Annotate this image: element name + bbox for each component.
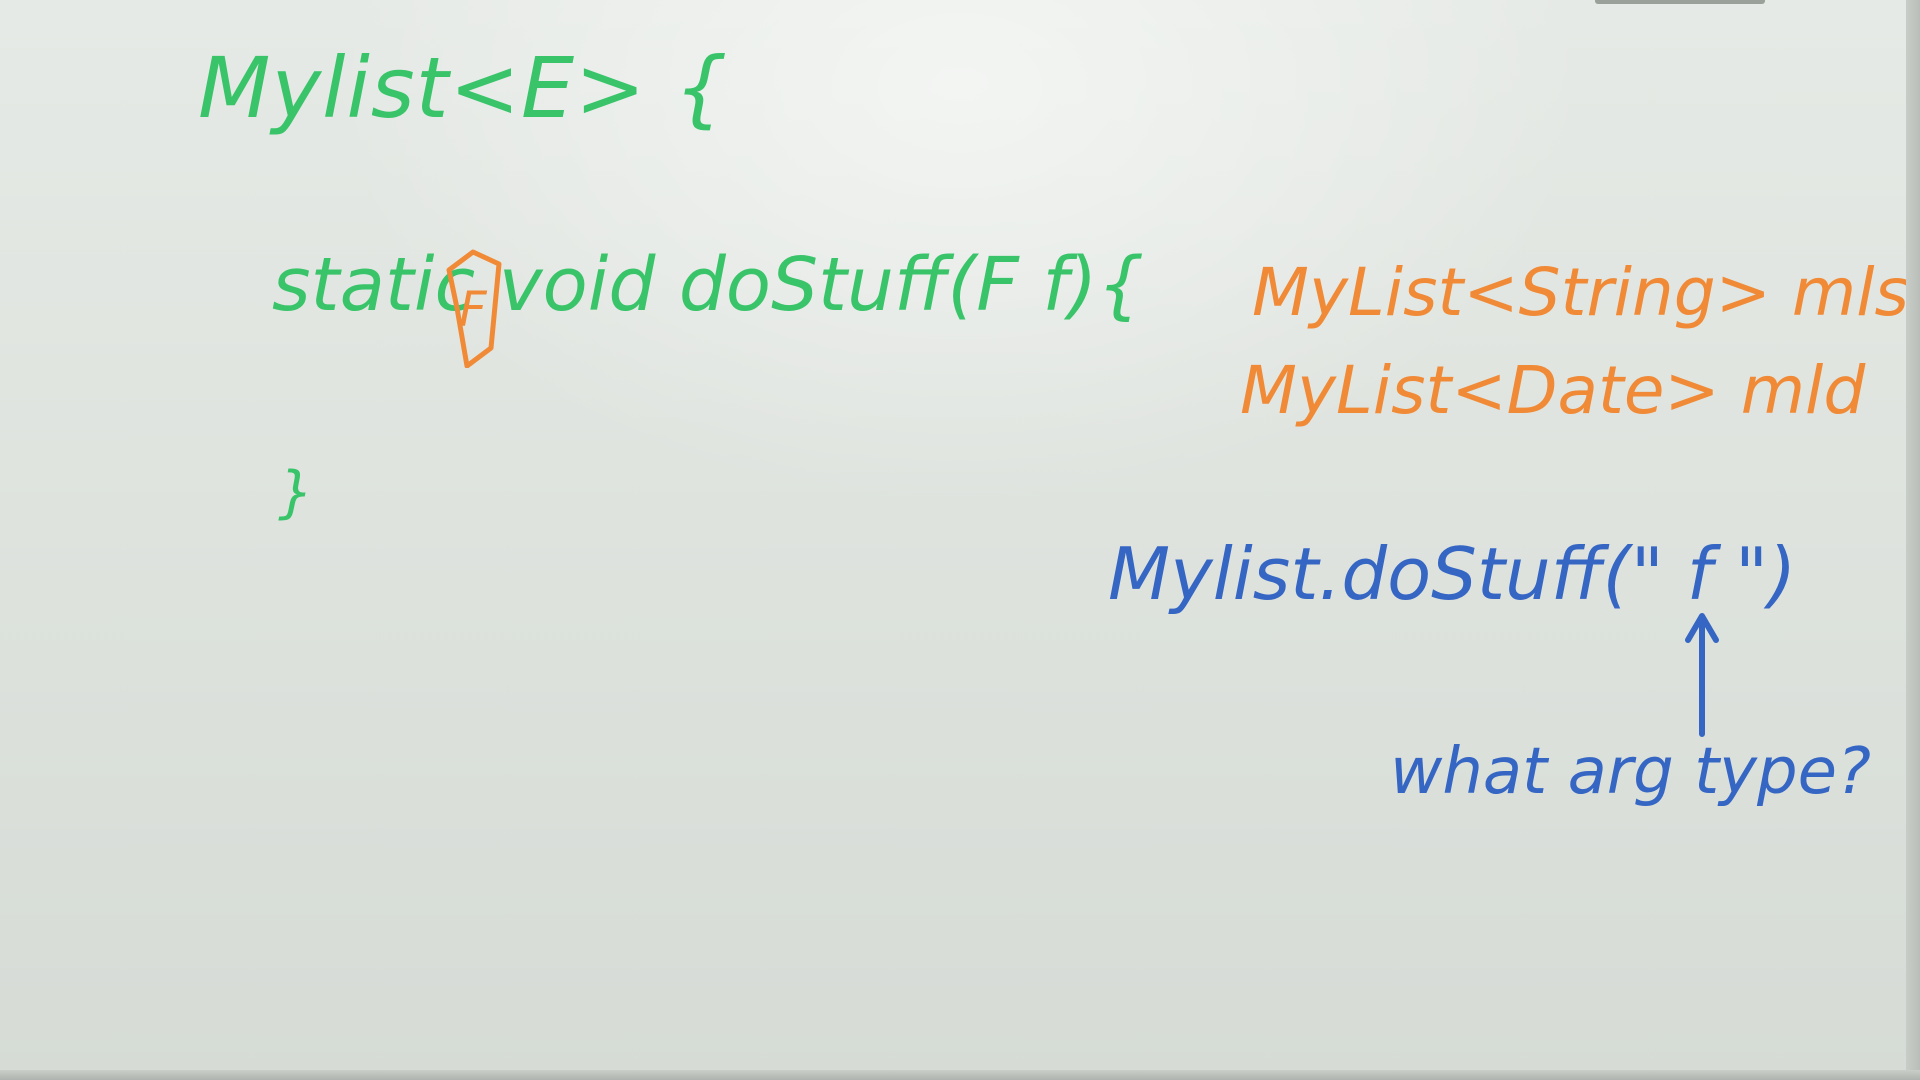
closing-brace-text: } [278, 460, 314, 525]
board-clip [1595, 0, 1765, 4]
question-text: what arg type? [1390, 735, 1871, 809]
board-frame-right [1906, 0, 1920, 1080]
method-call-text: Mylist.doStuff(" f ") [1108, 532, 1797, 616]
class-declaration-text: Mylist<E> { [198, 39, 729, 137]
string-list-text: MyList<String> mls ... [1252, 254, 1920, 331]
date-list-text: MyList<Date> mld [1240, 352, 1866, 429]
method-signature-text: static void doStuff(F f){ [272, 242, 1145, 328]
generic-type-highlight: F [446, 249, 502, 368]
up-arrow-icon [1685, 613, 1719, 737]
board-frame-bottom [0, 1070, 1920, 1080]
generic-type-letter: F [459, 282, 488, 338]
